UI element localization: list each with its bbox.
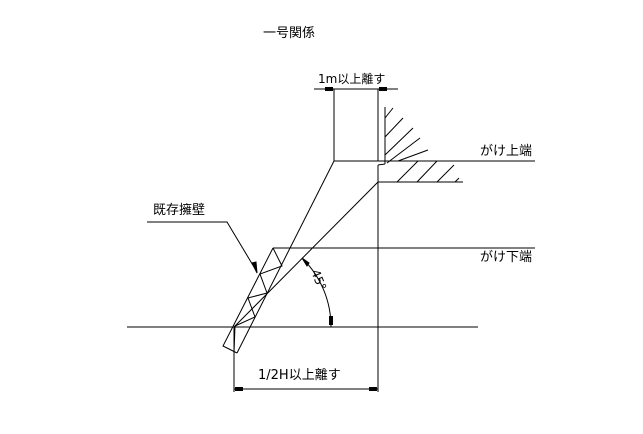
angle-arc	[301, 257, 333, 328]
existing-wall-label: 既存擁壁	[153, 203, 206, 218]
cliff-top-label: がけ上端	[480, 144, 533, 159]
slope-line	[236, 160, 335, 354]
top-dimension-label: 1m以上離す	[318, 72, 386, 86]
wall-leader-arrow	[147, 221, 258, 274]
top-dimension-line	[314, 87, 398, 161]
45-degree-line	[233, 181, 379, 328]
existing-retaining-wall	[222, 247, 283, 354]
cliff-bottom-label: がけ下端	[480, 250, 533, 265]
ground-hatching	[384, 107, 460, 183]
bottom-dimension-label: 1/2H以上離す	[258, 368, 341, 383]
bottom-dimension-line	[233, 327, 378, 392]
diagram-title: 一号関係	[263, 26, 316, 41]
